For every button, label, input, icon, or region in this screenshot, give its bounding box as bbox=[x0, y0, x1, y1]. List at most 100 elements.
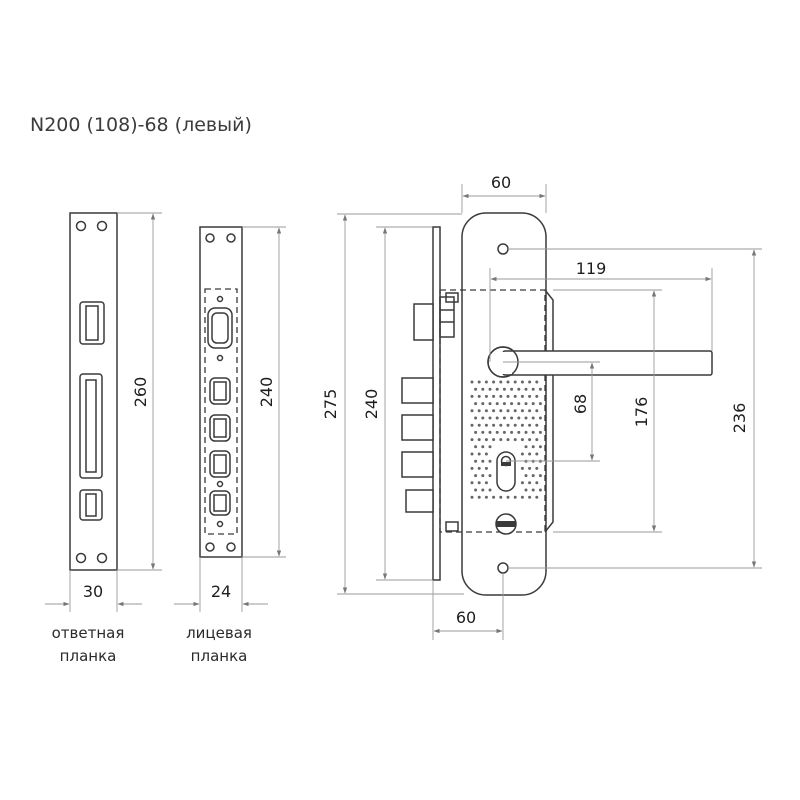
face-bolt-opening bbox=[209, 414, 231, 442]
decor-dot bbox=[535, 438, 539, 442]
decor-dot bbox=[510, 430, 514, 434]
dead-bolt bbox=[401, 451, 434, 478]
decor-dot bbox=[513, 495, 517, 499]
decor-dot bbox=[470, 495, 474, 499]
decor-dot bbox=[517, 402, 521, 406]
decor-dot bbox=[502, 387, 506, 391]
decor-dot bbox=[524, 445, 528, 449]
decor-dot bbox=[520, 380, 524, 384]
decor-dot bbox=[502, 430, 506, 434]
decor-dot bbox=[477, 452, 481, 456]
decor-dot bbox=[484, 409, 488, 413]
strike-height-dimension: 260 bbox=[131, 377, 150, 408]
decor-dot bbox=[513, 438, 517, 442]
decor-dot bbox=[538, 430, 542, 434]
decor-dot bbox=[474, 445, 478, 449]
decor-dot bbox=[495, 416, 499, 420]
decor-dot bbox=[531, 488, 535, 492]
decor-dot bbox=[474, 430, 478, 434]
face-width-dimension: 24 bbox=[211, 582, 231, 601]
lock-body-height-dimension: 240 bbox=[362, 389, 381, 420]
decor-dot bbox=[481, 430, 485, 434]
center-distance-dimension: 68 bbox=[571, 394, 590, 414]
decor-dot bbox=[520, 409, 524, 413]
decor-dot bbox=[495, 402, 499, 406]
decor-dot bbox=[488, 488, 492, 492]
handle-length-dimension: 119 bbox=[576, 259, 607, 278]
decor-dot bbox=[531, 416, 535, 420]
face-plate-outline bbox=[199, 226, 243, 558]
decor-dot bbox=[488, 416, 492, 420]
decor-dot bbox=[517, 430, 521, 434]
decor-dot bbox=[481, 474, 485, 478]
decor-dot bbox=[484, 438, 488, 442]
decor-dot bbox=[520, 466, 524, 470]
decor-dot bbox=[520, 452, 524, 456]
decor-dot bbox=[470, 423, 474, 427]
decor-dot bbox=[484, 452, 488, 456]
decor-dot bbox=[513, 423, 517, 427]
decor-dot bbox=[520, 394, 524, 398]
strike-screw-hole bbox=[75, 552, 87, 564]
case-height-dimension: 176 bbox=[632, 397, 651, 428]
lock-total-height-dimension: 275 bbox=[321, 389, 340, 420]
decor-dot bbox=[474, 387, 478, 391]
strike-plate: 260 30 ответная планка bbox=[45, 212, 162, 665]
decor-dot bbox=[470, 452, 474, 456]
decor-dot bbox=[488, 387, 492, 391]
decor-dot bbox=[520, 438, 524, 442]
decor-dot bbox=[524, 416, 528, 420]
face-bolt-opening bbox=[209, 450, 231, 478]
decor-dot bbox=[474, 488, 478, 492]
decor-dot bbox=[470, 409, 474, 413]
dead-bolt bbox=[401, 377, 434, 404]
strike-bolt-opening bbox=[79, 373, 103, 479]
decor-dot bbox=[488, 474, 492, 478]
decor-dot bbox=[484, 394, 488, 398]
strike-screw-hole bbox=[75, 220, 87, 232]
decor-dot bbox=[520, 495, 524, 499]
face-plate-caption: планка bbox=[191, 647, 248, 665]
lock-case-outline bbox=[439, 289, 546, 533]
strike-screw-hole bbox=[96, 220, 108, 232]
decor-dot bbox=[488, 445, 492, 449]
decor-dot bbox=[470, 466, 474, 470]
face-screw-hole bbox=[226, 233, 236, 243]
decor-dot bbox=[528, 438, 532, 442]
strike-plate-caption: планка bbox=[60, 647, 117, 665]
escutcheon-width-dimension: 60 bbox=[491, 173, 511, 192]
face-plate-caption: лицевая bbox=[186, 624, 252, 642]
face-plate-body-outline bbox=[204, 288, 238, 535]
decor-dot bbox=[477, 466, 481, 470]
strike-screw-hole bbox=[96, 552, 108, 564]
face-latch-opening bbox=[207, 307, 233, 349]
decor-dot bbox=[538, 488, 542, 492]
dead-latch bbox=[405, 489, 434, 513]
decor-dot bbox=[477, 380, 481, 384]
strike-latch-opening bbox=[79, 301, 105, 345]
lock-assembly: 275 240 bbox=[321, 173, 762, 640]
face-deadlatch-opening bbox=[209, 490, 231, 516]
decor-dot bbox=[524, 488, 528, 492]
decor-dot bbox=[535, 481, 539, 485]
decor-dot bbox=[499, 423, 503, 427]
decor-dot bbox=[538, 387, 542, 391]
decor-dot bbox=[492, 409, 496, 413]
decor-dot bbox=[502, 416, 506, 420]
decor-dot bbox=[535, 466, 539, 470]
decor-dot bbox=[513, 394, 517, 398]
drawing-title: N200 (108)-68 (левый) bbox=[30, 114, 252, 136]
decor-dot bbox=[538, 402, 542, 406]
decor-dot bbox=[470, 394, 474, 398]
decor-dot bbox=[481, 459, 485, 463]
decor-dot bbox=[477, 409, 481, 413]
decor-dot bbox=[474, 402, 478, 406]
decor-dot bbox=[524, 474, 528, 478]
decor-dot bbox=[510, 387, 514, 391]
decor-dot bbox=[531, 445, 535, 449]
decor-dot bbox=[499, 409, 503, 413]
decor-dot bbox=[492, 394, 496, 398]
decor-dot bbox=[499, 438, 503, 442]
lock-faceplate-edge bbox=[432, 226, 441, 581]
decor-dot bbox=[506, 394, 510, 398]
